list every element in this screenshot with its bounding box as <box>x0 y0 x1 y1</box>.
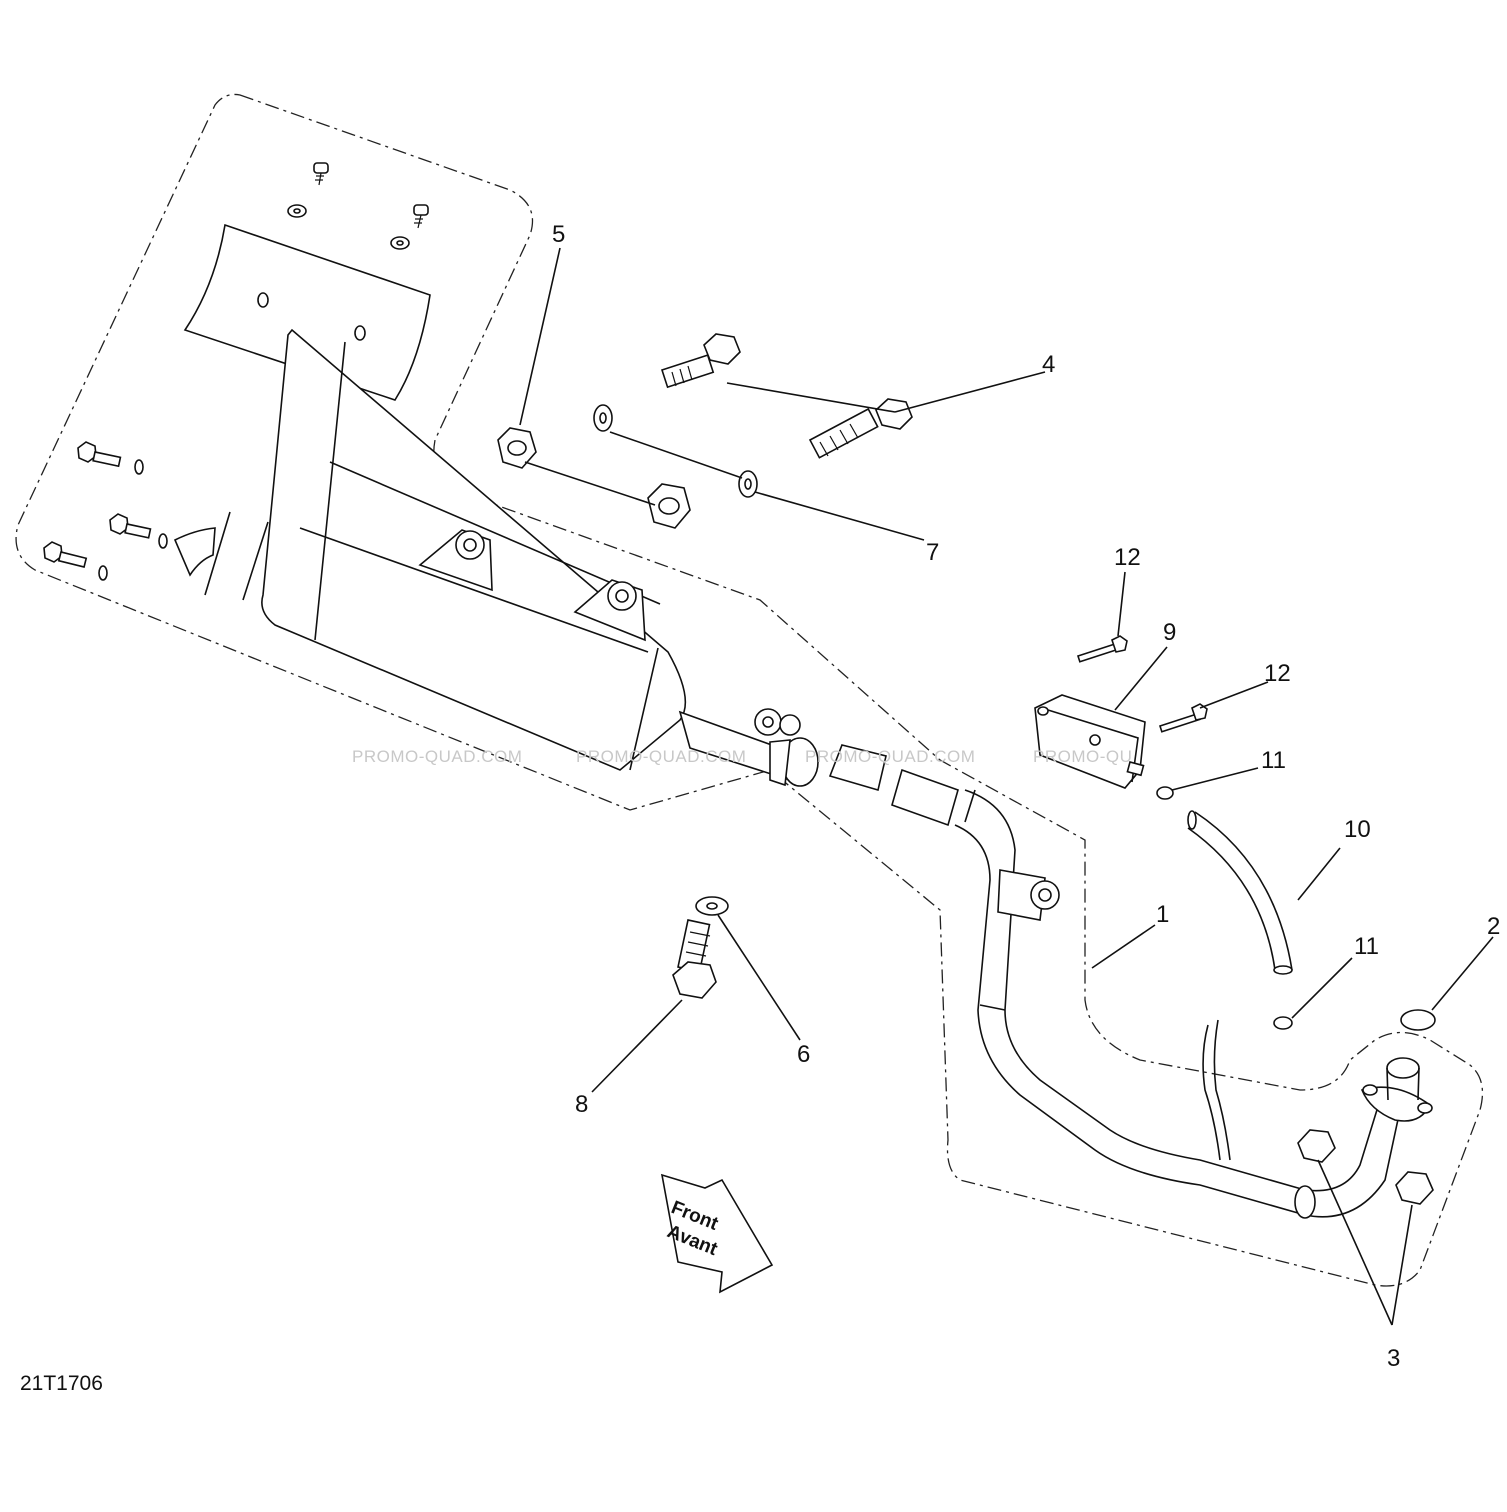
washer-6 <box>695 896 729 916</box>
watermark-2: PROMO-QUAD.COM <box>576 747 746 766</box>
mounting-nut-1 <box>497 427 537 469</box>
sleeve-2 <box>891 768 959 827</box>
mounting-bolt-2 <box>808 398 913 459</box>
callout-2: 2 <box>1487 913 1500 940</box>
callout-8: 8 <box>575 1091 588 1118</box>
diagram-reference: 21T1706 <box>20 1372 103 1395</box>
watermark-3: PROMO-QUAD.COM <box>805 747 975 766</box>
callout-7: 7 <box>926 539 939 566</box>
tail-screw-3 <box>43 541 108 581</box>
heat-shield-screw-1 <box>287 162 329 218</box>
callout-12-upper: 12 <box>1114 544 1141 571</box>
header-pipe <box>954 789 1433 1219</box>
callout-5: 5 <box>552 221 565 248</box>
heat-shield <box>183 223 431 401</box>
washer-2 <box>738 470 758 498</box>
heat-shield-screw-2 <box>390 204 429 250</box>
callout-9: 9 <box>1163 619 1176 646</box>
flange-nut-2 <box>1395 1171 1434 1205</box>
module-screw-1 <box>1076 635 1128 663</box>
tail-screw-2 <box>109 513 168 549</box>
vacuum-hose <box>1187 810 1293 975</box>
tail-pipe-tip <box>173 527 216 577</box>
watermark-1: PROMO-QUAD.COM <box>352 747 522 766</box>
mounting-bolt-1 <box>660 333 741 389</box>
callout-4: 4 <box>1042 351 1055 378</box>
callout-6: 6 <box>797 1041 810 1068</box>
callout-12-lower: 12 <box>1264 660 1291 687</box>
mounting-nut-2 <box>647 483 691 529</box>
flange-nut-1 <box>1297 1129 1336 1163</box>
watermark-4: PROMO-QU <box>1033 747 1132 766</box>
callout-11-upper: 11 <box>1261 747 1286 774</box>
tail-screw-1 <box>77 441 144 475</box>
hose-clip-2 <box>1273 1016 1293 1030</box>
muffler <box>261 328 792 782</box>
exhaust-gasket <box>1400 1009 1436 1031</box>
callout-3: 3 <box>1387 1345 1400 1372</box>
washer-1 <box>593 404 613 432</box>
callout-10: 10 <box>1344 816 1371 843</box>
sleeve-1 <box>828 744 887 792</box>
leader-lines <box>519 247 1494 1326</box>
hose-clip-1 <box>1156 786 1174 800</box>
exhaust-clamp <box>754 708 819 787</box>
callout-1: 1 <box>1156 901 1169 928</box>
control-module <box>1034 694 1146 789</box>
front-direction-arrow: Front Avant <box>660 1173 774 1294</box>
callout-11-lower: 11 <box>1354 933 1379 960</box>
mounting-bolt-8 <box>672 919 717 999</box>
module-screw-2 <box>1158 703 1208 733</box>
